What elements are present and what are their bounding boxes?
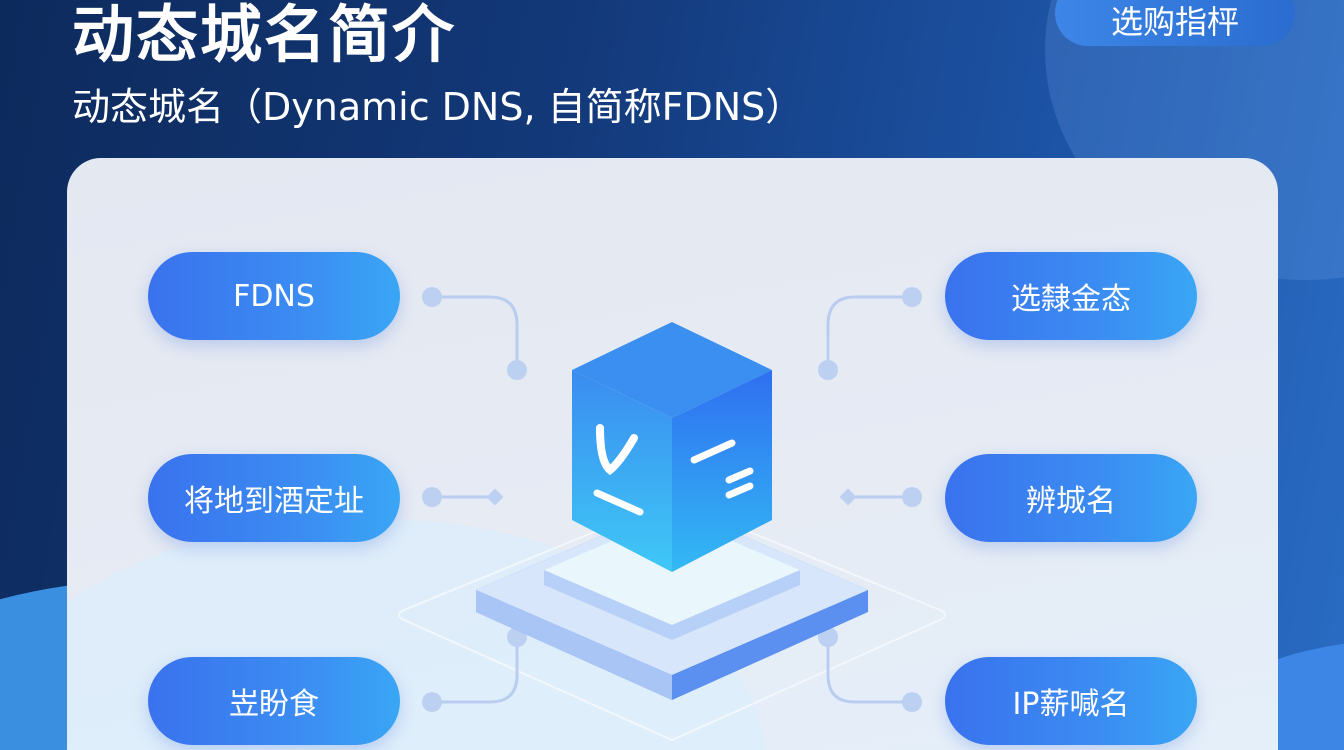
pill-left-bottom[interactable]: 岦盼食 [148, 657, 400, 745]
buying-guide-button[interactable]: 选购指枰 [1055, 0, 1295, 46]
pill-domain-name[interactable]: 辨城名 [945, 454, 1197, 542]
pill-bind-address[interactable]: 将地到酒定址 [148, 454, 400, 542]
page-subtitle: 动态城名（Dynamic DNS, 自简称FDNS） [72, 85, 804, 129]
pill-ip-domain[interactable]: IP薪喊名 [945, 657, 1197, 745]
pill-right-top[interactable]: 选隸金态 [945, 252, 1197, 340]
dns-server-cube-icon [572, 322, 772, 572]
pill-fdns[interactable]: FDNS [148, 252, 400, 340]
page-title: 动态城名简介 [72, 0, 457, 71]
